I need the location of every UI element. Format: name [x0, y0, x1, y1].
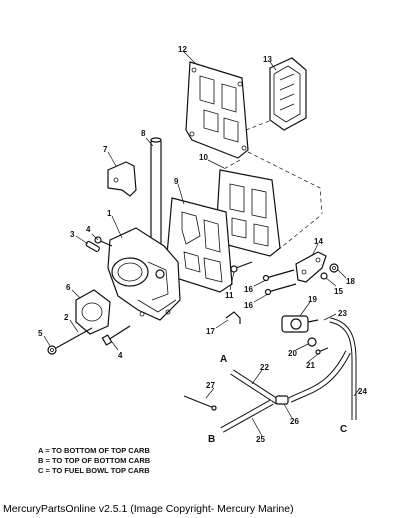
- washer-15: [320, 272, 328, 280]
- screw-11: [230, 261, 253, 273]
- callout-25: 25: [256, 435, 265, 444]
- hose-label-a: A: [220, 354, 227, 365]
- callout-11: 11: [225, 291, 234, 300]
- callout-5: 5: [38, 329, 43, 338]
- reed-block-13: [269, 57, 307, 131]
- callout-23: 23: [338, 309, 347, 318]
- callout-10: 10: [199, 153, 208, 162]
- callout-15: 15: [334, 287, 343, 296]
- hose-legend: A = TO BOTTOM OF TOP CARB B = TO TOP OF …: [38, 446, 238, 476]
- callout-22: 22: [260, 363, 269, 372]
- tee-fitting-26: [275, 395, 289, 405]
- hose-label-b: B: [208, 434, 215, 445]
- callout-21: 21: [306, 361, 315, 370]
- clip-17: [225, 311, 241, 324]
- callout-3: 3: [70, 230, 75, 239]
- screw-21: [315, 347, 329, 355]
- callout-9: 9: [174, 177, 179, 186]
- hose-26: [288, 350, 351, 403]
- screw-4-lower: [101, 325, 131, 346]
- callout-27: 27: [206, 381, 215, 390]
- hose-22: [230, 369, 280, 405]
- gasket-12: [185, 61, 249, 159]
- callout-8: 8: [141, 129, 146, 138]
- legend-line-c: C = TO FUEL BOWL TOP CARB: [38, 466, 150, 475]
- legend-line-a: A = TO BOTTOM OF TOP CARB: [38, 446, 150, 455]
- gasket-9: [165, 197, 233, 293]
- callout-16-lower: 16: [244, 301, 253, 310]
- callout-20: 20: [288, 349, 297, 358]
- hose-label-c: C: [340, 424, 347, 435]
- fitting-20: [307, 337, 317, 347]
- rod-8: [150, 137, 162, 259]
- bracket-plate-14: [295, 251, 327, 283]
- legend-line-b: B = TO TOP OF BOTTOM CARB: [38, 456, 151, 465]
- callout-14: 14: [314, 237, 323, 246]
- hose-24: [329, 317, 357, 420]
- callout-2: 2: [64, 313, 69, 322]
- bolt-16-upper: [262, 269, 295, 282]
- hose-23: [315, 316, 346, 420]
- callout-7: 7: [103, 145, 108, 154]
- primer-19: [281, 315, 319, 333]
- pin-27: [183, 395, 217, 411]
- callout-12: 12: [178, 45, 187, 54]
- callout-13: 13: [263, 55, 272, 64]
- bracket-7: [107, 161, 137, 197]
- callout-17: 17: [206, 327, 215, 336]
- footer-copyright: MercuryPartsOnline v2.5.1 (Image Copyrig…: [3, 503, 294, 515]
- callout-1: 1: [107, 209, 112, 218]
- callout-19: 19: [308, 295, 317, 304]
- callout-26: 26: [290, 417, 299, 426]
- callout-24: 24: [358, 387, 367, 396]
- bolt-16-lower: [264, 283, 297, 296]
- adapter-body-1: [107, 227, 181, 321]
- callout-16-upper: 16: [244, 285, 253, 294]
- callout-18: 18: [346, 277, 355, 286]
- callout-6: 6: [66, 283, 71, 292]
- exploded-parts-diagram: 12 13 8 7 10 9 1 3 4 6 2 5 4 11 14 15 18…: [38, 45, 367, 445]
- nut-5: [47, 345, 57, 355]
- flange-gasket-6: [75, 289, 111, 335]
- stud-2: [55, 327, 93, 349]
- callout-4-lower: 4: [118, 351, 123, 360]
- nut-18: [329, 263, 339, 273]
- callout-4-upper: 4: [86, 225, 91, 234]
- hose-25: [220, 399, 274, 433]
